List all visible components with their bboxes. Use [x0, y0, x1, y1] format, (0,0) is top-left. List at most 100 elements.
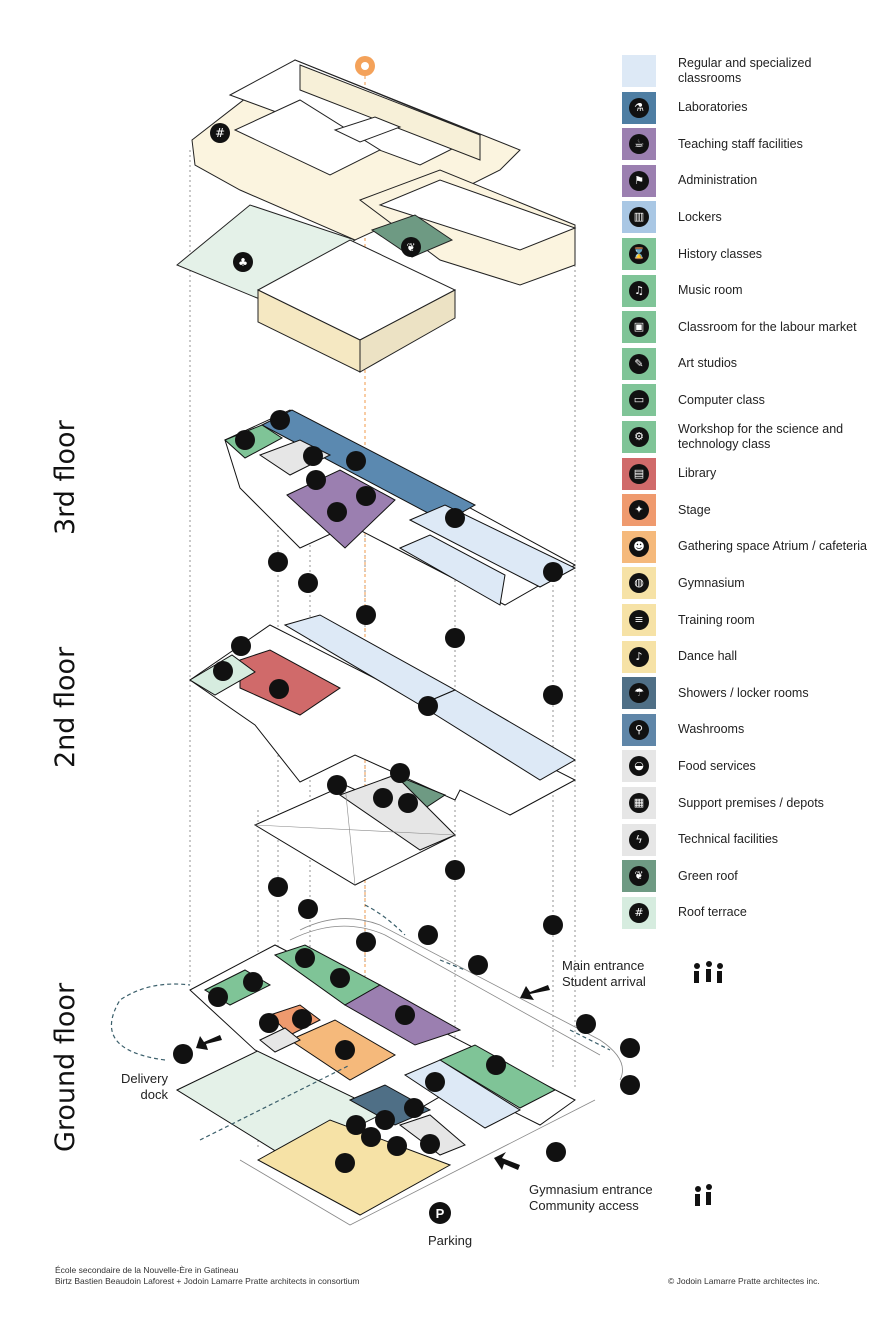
legend-label: Support premises / depots — [678, 795, 824, 810]
main-entrance-label: Main entrance — [562, 958, 645, 973]
second-floor-plate — [189, 614, 577, 886]
legend-label: Washrooms — [678, 722, 745, 737]
floor-label-second: 2nd floor — [50, 646, 81, 768]
entrance-arrows — [196, 985, 550, 1170]
dance-icon: ♪ — [629, 646, 649, 667]
stage-icon: ✦ — [629, 500, 649, 521]
ground-floor-markers — [173, 925, 640, 1173]
monitor-icon: ▭ — [629, 390, 649, 411]
leaf-icon: ❦ — [629, 866, 649, 887]
legend-label: Green roof — [678, 868, 738, 883]
terrace-icon: # — [629, 902, 649, 923]
library-icon: ▤ — [629, 463, 649, 484]
legend-swatch: ◍ — [622, 567, 656, 600]
roof-terrace-marker: # — [210, 123, 230, 143]
legend-label: Lockers — [678, 209, 722, 224]
tree-marker: ♣ — [233, 252, 253, 272]
legend-item: ▦ Support premises / depots — [622, 787, 872, 819]
legend-swatch: ☕ — [622, 128, 656, 161]
legend-label: History classes — [678, 246, 763, 261]
legend-label: Computer class — [678, 392, 765, 407]
third-floor-markers — [235, 410, 563, 705]
legend-item: ♫ Music room — [622, 274, 872, 307]
credits-copyright: © Jodoin Lamarre Pratte architectes inc. — [668, 1276, 820, 1286]
legend-swatch: ❦ — [622, 860, 656, 893]
legend-item: ❦ Green roof — [622, 860, 872, 893]
legend-swatch: ⌛ — [622, 238, 656, 270]
legend-swatch: ☂ — [622, 677, 656, 710]
legend-swatch: ≡ — [622, 604, 656, 636]
legend-label: Stage — [678, 502, 711, 517]
legend-label: Technical facilities — [678, 832, 779, 847]
legend-label: Library — [678, 466, 717, 481]
delivery-label: Delivery — [121, 1071, 168, 1086]
staff-icon: ☕ — [629, 134, 649, 155]
legend-swatch: ♪ — [622, 640, 656, 673]
legend-label: Dance hall — [678, 649, 738, 664]
legend-swatch: ▦ — [622, 787, 656, 819]
legend-label: Regular and specialized classrooms — [678, 56, 812, 85]
bolt-icon: ϟ — [629, 829, 649, 850]
dock-label: dock — [140, 1087, 168, 1102]
music-icon: ♫ — [629, 280, 649, 301]
legend-swatch — [622, 55, 656, 87]
circulation-arrows — [110, 904, 611, 1141]
washroom-icon: ⚲ — [629, 719, 649, 740]
ground-floor-plate — [175, 944, 576, 1216]
history-icon: ⌛ — [629, 244, 649, 264]
shower-icon: ☂ — [629, 683, 649, 704]
credits-left: École secondaire de la Nouvelle-Ère in G… — [55, 1265, 360, 1287]
legend-swatch: ♫ — [622, 274, 656, 307]
delivery-callout: Delivery dock — [110, 1071, 168, 1103]
legend-label: Administration — [678, 173, 758, 188]
legend-item: ≡Training room — [622, 604, 872, 636]
legend-item: ✦ Stage — [622, 494, 872, 527]
legend-item: ▣ Classroom for the labour market — [622, 311, 872, 344]
legend-label: Gathering space Atrium / cafeteria — [678, 539, 867, 554]
legend-item: Regular and specialized classrooms — [622, 55, 872, 87]
legend-swatch: ϟ — [622, 823, 656, 856]
legend-item: ♪ Dance hall — [622, 640, 872, 673]
gym-entrance-label: Gymnasium entrance — [529, 1182, 653, 1197]
green-roof-marker: ❦ — [401, 237, 421, 257]
sun-icon — [355, 56, 375, 76]
svg-text:❦: ❦ — [406, 241, 415, 254]
legend-label: Gymnasium — [678, 575, 745, 590]
legend-swatch: ▣ — [622, 311, 656, 344]
legend-item: ϟ Technical facilities — [622, 823, 872, 856]
legend-swatch: ▥ — [622, 201, 656, 234]
gear-icon: ⚙ — [629, 427, 649, 447]
legend-item: ☕Teaching staff facilities — [622, 128, 872, 161]
parking-label: Parking — [428, 1233, 473, 1248]
legend-item: ◒ Food services — [622, 750, 872, 783]
legend-label: Showers / locker rooms — [678, 685, 809, 700]
legend-swatch: ⚲ — [622, 713, 656, 746]
legend-label: Art studios — [678, 356, 738, 371]
legend-swatch: ✎ — [622, 347, 656, 380]
parking-symbol: P — [436, 1206, 445, 1221]
gym-entrance-callout: Gymnasium entrance Community access — [529, 1182, 653, 1214]
legend-label: Food services — [678, 758, 756, 773]
legend-swatch: ⚗ — [622, 91, 656, 124]
legend-swatch: ▭ — [622, 384, 656, 417]
palette-icon: ✎ — [629, 353, 649, 374]
legend-item: ▭ Computer class — [622, 384, 872, 417]
legend-label: Classroom for the labour market — [678, 319, 857, 334]
student-arrival-label: Student arrival — [562, 974, 646, 989]
legend-swatch: ◒ — [622, 750, 656, 783]
legend-swatch: ⚑ — [622, 164, 656, 197]
floor-label-ground: Ground floor — [50, 982, 81, 1152]
legend-item: ⚗Laboratories — [622, 91, 872, 124]
food-icon: ◒ — [629, 756, 649, 777]
locker-icon: ▥ — [629, 207, 649, 228]
legend-label: Music room — [678, 283, 743, 298]
second-floor-markers — [213, 636, 563, 952]
legend-label: Roof terrace — [678, 905, 747, 920]
legend-swatch: ✦ — [622, 494, 656, 527]
third-floor-plate — [224, 409, 577, 606]
briefcase-icon: ▣ — [629, 317, 649, 338]
legend-item: ✎ Art studios — [622, 347, 872, 380]
admin-icon: ⚑ — [629, 170, 649, 191]
site-paths — [239, 918, 623, 1226]
